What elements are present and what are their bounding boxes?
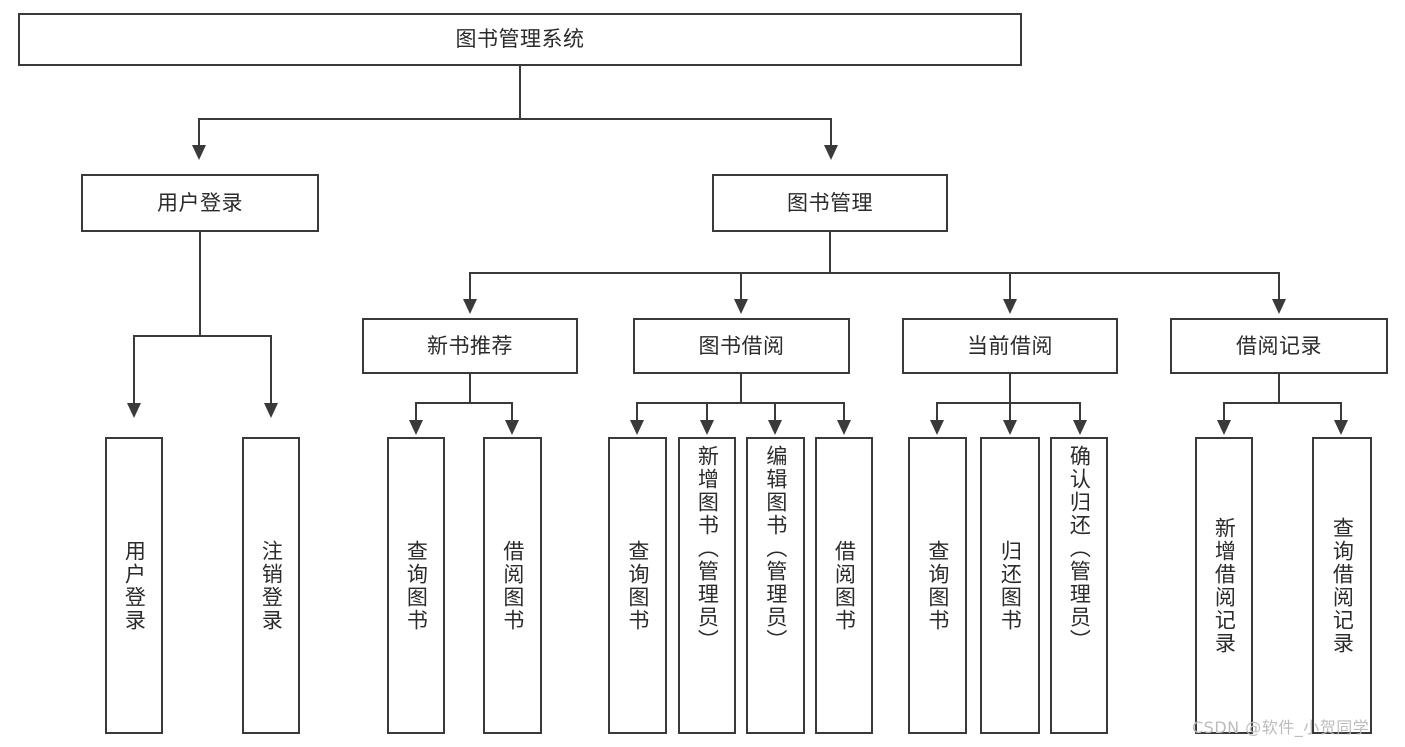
node-label: 当前借阅 xyxy=(967,333,1053,358)
leaf-borrow-record-query-record[interactable]: 查询借阅记录 xyxy=(1312,437,1372,734)
connector-user-login-stem xyxy=(199,232,201,336)
node-label: 新增借阅记录 xyxy=(1212,516,1237,655)
connector-borrow-record-bar xyxy=(1223,402,1342,404)
connector-user-login-leaf-1 xyxy=(133,335,135,405)
arrowhead-icon xyxy=(700,420,714,435)
arrowhead-icon xyxy=(1217,420,1231,435)
connector-current-borrow-leaf-2 xyxy=(1009,402,1011,422)
leaf-book-borrow-query-books[interactable]: 查询图书 xyxy=(608,437,667,734)
leaf-user-login-logout[interactable]: 注销登录 xyxy=(242,437,300,734)
connector-borrow-record-leaf-1 xyxy=(1223,402,1225,422)
node-label: 图书管理系统 xyxy=(455,27,585,52)
node-label: 编辑图书（管理员） xyxy=(763,445,788,652)
node-new-book-recommend[interactable]: 新书推荐 xyxy=(362,318,578,374)
leaf-current-borrow-confirm-return-admin[interactable]: 确认归还（管理员） xyxy=(1050,437,1108,734)
connector-root-to-user-login xyxy=(198,118,200,148)
connector-new-book-leaf-2 xyxy=(511,402,513,422)
node-user-login[interactable]: 用户登录 xyxy=(81,174,319,232)
node-label: 借阅图书 xyxy=(832,539,857,632)
arrowhead-icon xyxy=(505,420,519,435)
node-book-management[interactable]: 图书管理 xyxy=(712,174,948,232)
connector-book-borrow-leaf-2 xyxy=(706,402,708,422)
arrowhead-icon xyxy=(734,299,748,314)
node-label: 查询图书 xyxy=(625,539,650,632)
node-label: 注销登录 xyxy=(259,539,284,632)
connector-bm-to-borrow-record xyxy=(1278,272,1280,302)
connector-current-borrow-stem xyxy=(1009,374,1011,404)
arrowhead-icon xyxy=(1003,420,1017,435)
node-label: 图书借阅 xyxy=(698,333,785,358)
connector-book-borrow-leaf-3 xyxy=(774,402,776,422)
leaf-book-borrow-add-book-admin[interactable]: 新增图书（管理员） xyxy=(678,437,736,734)
leaf-book-borrow-edit-book-admin[interactable]: 编辑图书（管理员） xyxy=(746,437,805,734)
leaf-borrow-record-add-record[interactable]: 新增借阅记录 xyxy=(1195,437,1253,734)
node-root-book-management-system[interactable]: 图书管理系统 xyxy=(18,13,1022,66)
leaf-user-login-login[interactable]: 用户登录 xyxy=(105,437,163,734)
connector-current-borrow-bar xyxy=(936,402,1081,404)
leaf-book-borrow-borrow-books[interactable]: 借阅图书 xyxy=(815,437,873,734)
node-label: 图书管理 xyxy=(787,190,873,215)
connector-book-borrow-leaf-1 xyxy=(636,402,638,422)
connector-user-login-leaf-2 xyxy=(270,335,272,405)
node-label: 查询图书 xyxy=(925,539,950,632)
leaf-current-borrow-return-books[interactable]: 归还图书 xyxy=(980,437,1040,734)
connector-user-login-bar xyxy=(133,335,271,337)
arrowhead-icon xyxy=(824,145,838,160)
connector-new-book-bar xyxy=(415,402,513,404)
arrowhead-icon xyxy=(1334,420,1348,435)
node-label: 用户登录 xyxy=(157,190,243,215)
arrowhead-icon xyxy=(1003,299,1017,314)
leaf-current-borrow-query-books[interactable]: 查询图书 xyxy=(908,437,967,734)
connector-borrow-record-leaf-2 xyxy=(1340,402,1342,422)
connector-borrow-record-stem xyxy=(1278,374,1280,404)
node-label: 新书推荐 xyxy=(427,333,513,358)
connector-root-bar xyxy=(198,118,832,120)
connector-root-stem xyxy=(519,66,521,119)
arrowhead-icon xyxy=(192,145,206,160)
connector-bm-to-current-borrow xyxy=(1009,272,1011,302)
arrowhead-icon xyxy=(264,403,278,418)
connector-root-to-book-management xyxy=(830,118,832,148)
node-label: 查询借阅记录 xyxy=(1330,516,1355,655)
connector-current-borrow-leaf-1 xyxy=(936,402,938,422)
leaf-new-book-borrow-books[interactable]: 借阅图书 xyxy=(483,437,542,734)
connector-new-book-leaf-1 xyxy=(415,402,417,422)
node-borrow-record[interactable]: 借阅记录 xyxy=(1170,318,1388,374)
node-label: 借阅图书 xyxy=(500,539,525,632)
arrowhead-icon xyxy=(1272,299,1286,314)
connector-new-book-stem xyxy=(469,374,471,404)
connector-bm-to-book-borrow xyxy=(740,272,742,302)
connector-bm-to-new-book xyxy=(469,272,471,302)
node-current-borrow[interactable]: 当前借阅 xyxy=(902,318,1118,374)
arrowhead-icon xyxy=(930,420,944,435)
arrowhead-icon xyxy=(409,420,423,435)
connector-book-borrow-stem xyxy=(740,374,742,404)
connector-book-management-bar xyxy=(469,272,1280,274)
connector-current-borrow-leaf-3 xyxy=(1079,402,1081,422)
node-label: 新增图书（管理员） xyxy=(695,445,720,652)
node-label: 归还图书 xyxy=(998,539,1023,632)
connector-book-borrow-leaf-4 xyxy=(843,402,845,422)
arrowhead-icon xyxy=(837,420,851,435)
connector-book-management-stem xyxy=(829,232,831,274)
node-label: 确认归还（管理员） xyxy=(1067,445,1092,652)
node-label: 用户登录 xyxy=(122,539,147,632)
arrowhead-icon xyxy=(127,403,141,418)
node-book-borrow[interactable]: 图书借阅 xyxy=(633,318,850,374)
node-label: 查询图书 xyxy=(404,539,429,632)
arrowhead-icon xyxy=(768,420,782,435)
node-label: 借阅记录 xyxy=(1236,333,1322,358)
connector-book-borrow-bar xyxy=(636,402,844,404)
csdn-watermark: CSDN @软件_小贺同学 xyxy=(1192,718,1370,737)
arrowhead-icon xyxy=(463,299,477,314)
arrowhead-icon xyxy=(1073,420,1087,435)
leaf-new-book-query-books[interactable]: 查询图书 xyxy=(387,437,445,734)
arrowhead-icon xyxy=(630,420,644,435)
